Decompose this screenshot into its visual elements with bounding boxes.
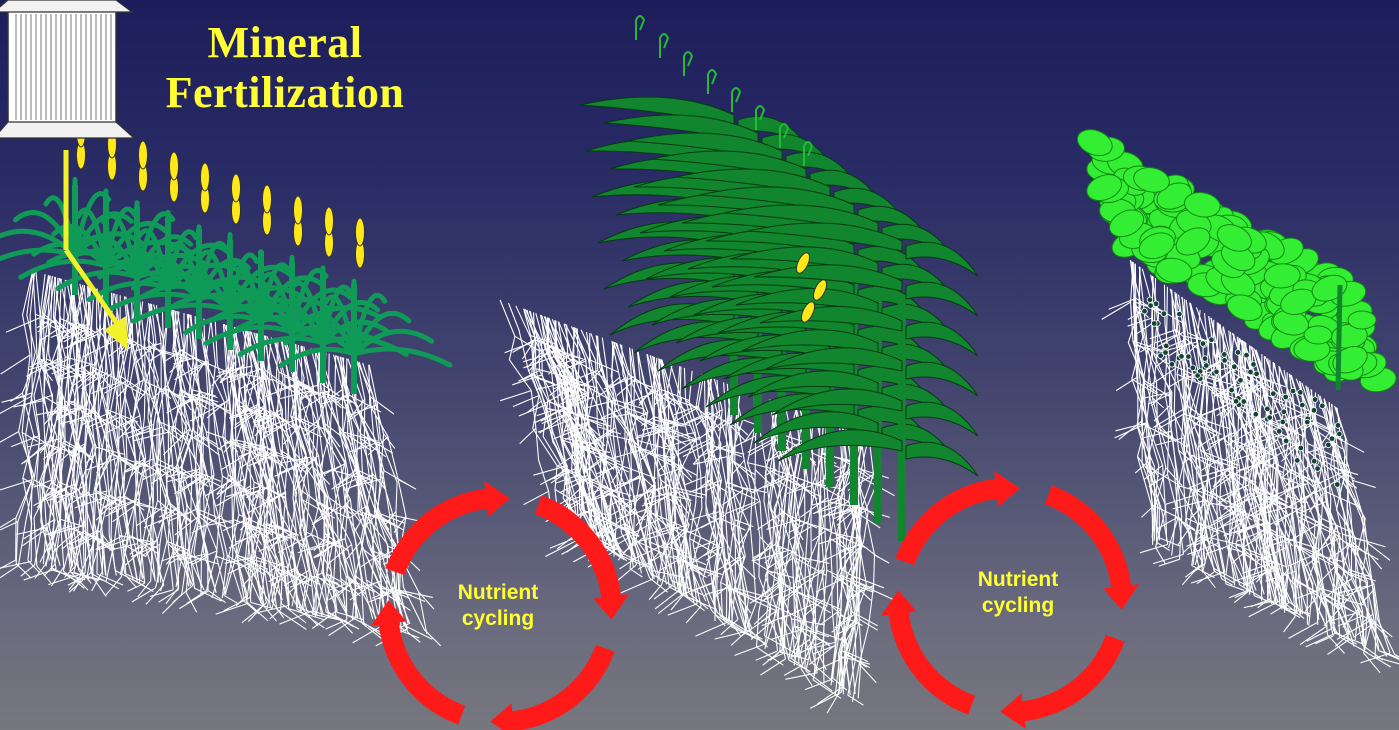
cycle-label-line1: Nutrient [938, 567, 1098, 593]
cycle-label-line2: cycling [418, 606, 578, 632]
fertilizer-bag-icon [0, 0, 134, 138]
cycle-label-line2: cycling [938, 593, 1098, 619]
cycle-label-line1: Nutrient [418, 580, 578, 606]
cycle-label-right: Nutrient cycling [938, 567, 1098, 619]
cycle-label-left: Nutrient cycling [418, 580, 578, 632]
page-title: Mineral Fertilization [135, 18, 435, 118]
